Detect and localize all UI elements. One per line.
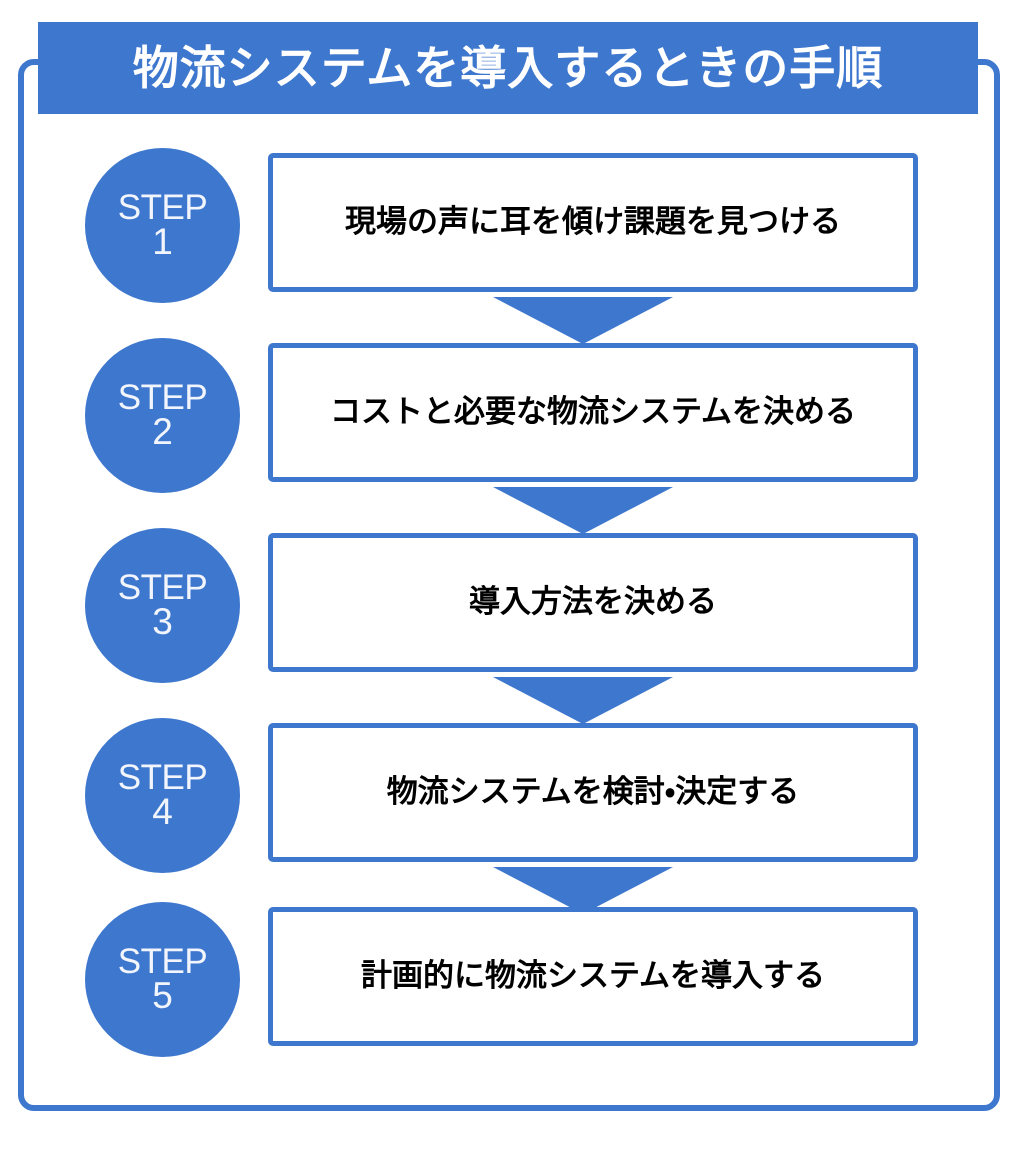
page-title: 物流システムを導入するときの手順 (132, 41, 884, 95)
step-label-4: 物流システムを検討・決定する (386, 774, 800, 811)
step-badge-2: STEP 2 (85, 338, 240, 493)
arrow-down-icon-4 (493, 867, 673, 914)
step-number-5: 5 (152, 975, 173, 1017)
step-badge-1: STEP 1 (85, 148, 240, 303)
step-badge-4: STEP 4 (85, 718, 240, 873)
step-word-label-3: STEP (117, 567, 208, 607)
arrow-down-icon-3 (493, 677, 673, 724)
step-box-5: 計画的に物流システムを導入する (268, 907, 918, 1046)
step-badge-5: STEP 5 (85, 902, 240, 1057)
step-word-label-2: STEP (117, 377, 208, 417)
step-row-3: STEP 3 導入方法を決める (0, 528, 1024, 685)
step-box-4: 物流システムを検討・決定する (268, 723, 918, 862)
step-row-1: STEP 1 現場の声に耳を傾け課題を見つける (0, 148, 1024, 305)
step-word-label-5: STEP (117, 941, 208, 981)
step-word-label-1: STEP (117, 187, 208, 227)
arrow-down-icon-2 (493, 487, 673, 534)
step-row-4: STEP 4 物流システムを検討・決定する (0, 718, 1024, 875)
step-word-label-4: STEP (117, 757, 208, 797)
step-badge-3: STEP 3 (85, 528, 240, 683)
step-box-1: 現場の声に耳を傾け課題を見つける (268, 153, 918, 292)
step-label-3: 導入方法を決める (469, 584, 717, 621)
step-number-3: 3 (152, 601, 173, 643)
step-number-1: 1 (152, 221, 173, 263)
step-row-2: STEP 2 コストと必要な物流システムを決める (0, 338, 1024, 495)
step-label-1: 現場の声に耳を傾け課題を見つける (345, 204, 841, 241)
step-number-4: 4 (152, 791, 173, 833)
step-row-5: STEP 5 計画的に物流システムを導入する (0, 902, 1024, 1059)
arrow-down-icon-1 (493, 297, 673, 344)
title-banner: 物流システムを導入するときの手順 (38, 22, 978, 114)
step-label-5: 計画的に物流システムを導入する (360, 958, 826, 995)
step-box-2: コストと必要な物流システムを決める (268, 343, 918, 482)
step-number-2: 2 (152, 411, 173, 453)
step-label-2: コストと必要な物流システムを決める (329, 394, 857, 431)
step-box-3: 導入方法を決める (268, 533, 918, 672)
